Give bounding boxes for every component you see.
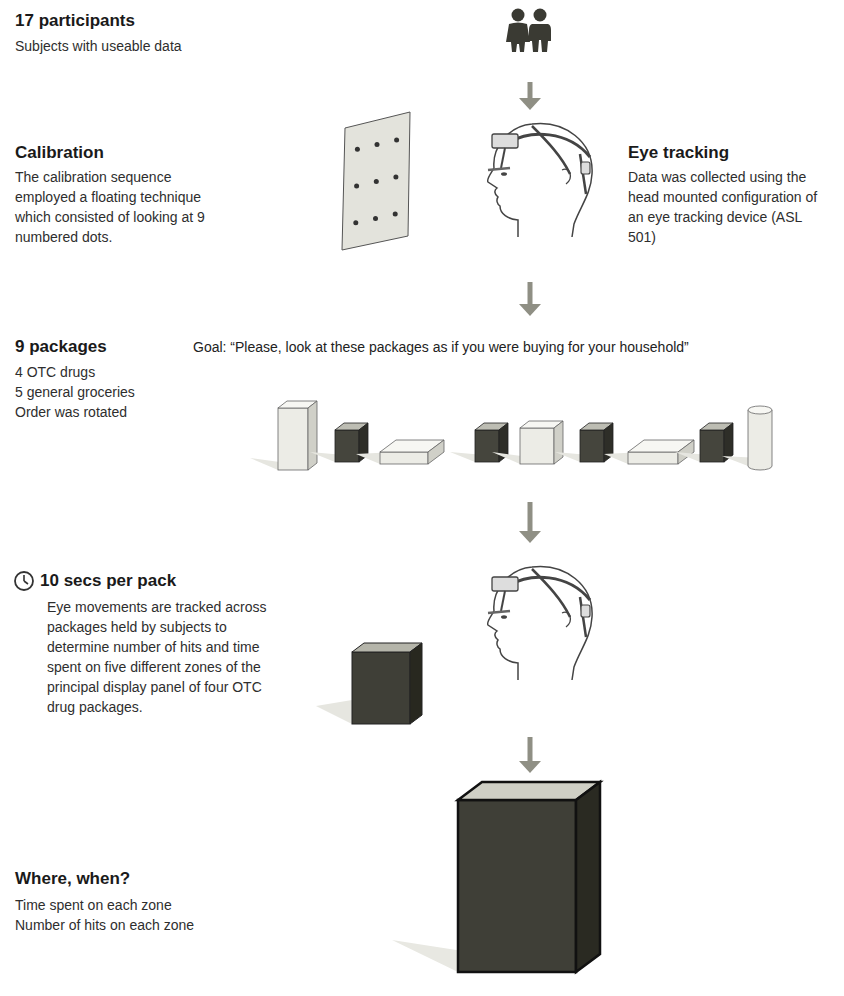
stage-heading: 10 secs per pack: [40, 570, 176, 592]
arrow-head: [519, 531, 541, 543]
stage-heading: 9 packages: [15, 336, 107, 358]
dot: [354, 184, 359, 189]
stage-heading: Where, when?: [15, 868, 130, 890]
held-package-front: [352, 652, 410, 724]
flow-arrow: [519, 737, 541, 773]
stage-text: Number of hits on each zone: [15, 915, 315, 935]
dot: [374, 179, 379, 184]
stage-text: Eye movements are tracked across package…: [47, 597, 272, 717]
package-front: [520, 428, 554, 464]
stage-heading: 17 participants: [15, 10, 135, 32]
person-head: [534, 9, 547, 22]
arrow-shaft: [528, 282, 533, 305]
package-front: [458, 800, 576, 972]
stage-block: 10 secs per packEye movements are tracke…: [10, 545, 630, 735]
flow-arrow: [519, 282, 541, 316]
package-side: [576, 782, 600, 972]
clock-hands: [24, 575, 28, 584]
held-package-side: [410, 643, 422, 724]
stage-text: The calibration sequence employed a floa…: [15, 167, 230, 247]
stage-block: 17 participantsSubjects with useable dat…: [10, 6, 830, 80]
stage-heading: Eye tracking: [628, 142, 729, 164]
flow-arrow: [519, 82, 541, 110]
package-side: [308, 401, 317, 470]
stage-block: CalibrationThe calibration sequence empl…: [10, 112, 440, 280]
stage-text: Time spent on each zone: [15, 895, 315, 915]
package-row: [250, 401, 772, 470]
eye-tracker-head: [488, 124, 593, 237]
package-front: [580, 430, 604, 462]
eye-tracker-head: [488, 567, 593, 680]
arrow-shaft: [528, 737, 533, 762]
arrow-head: [519, 98, 541, 110]
stage-text: 5 general groceries: [15, 382, 215, 402]
dot: [353, 220, 358, 225]
goal-note: Goal: “Please, look at these packages as…: [193, 337, 689, 357]
calibration-dots: [353, 137, 399, 225]
package-front: [700, 430, 724, 462]
package-front: [475, 430, 499, 462]
arrow-head: [519, 304, 541, 316]
dot: [394, 137, 399, 142]
stage-text: Subjects with useable data: [15, 36, 315, 56]
package-front: [380, 452, 428, 464]
stage-block: Where, when? Time spent on each zoneNumbe…: [10, 775, 830, 990]
person-head: [512, 9, 525, 22]
person-body: [529, 24, 551, 52]
flow-arrow: [519, 502, 541, 543]
package-side: [554, 421, 563, 464]
stage-heading: Calibration: [15, 142, 104, 164]
dot: [393, 175, 398, 180]
clock-icon: [15, 572, 33, 590]
dot: [375, 142, 380, 147]
dot: [373, 216, 378, 221]
calibration-panel: [342, 112, 410, 250]
package-front: [335, 430, 359, 462]
package-side: [678, 440, 694, 464]
stage-block: Eye trackingData was collected using the…: [450, 112, 835, 280]
arrow-head: [519, 761, 541, 773]
package-cylinder: [748, 410, 772, 470]
package-front: [628, 452, 678, 464]
arrow-shaft: [528, 82, 533, 99]
dot: [393, 212, 398, 217]
package-side: [724, 423, 733, 462]
arrow-shaft: [528, 502, 533, 532]
dot: [355, 147, 360, 152]
cylinder-top: [748, 406, 772, 414]
stage-text: Data was collected using the head mounte…: [628, 167, 828, 247]
stage-text: Order was rotated: [15, 402, 215, 422]
stage-text: 4 OTC drugs: [15, 362, 215, 382]
shadow: [316, 700, 352, 724]
package-front: [278, 408, 308, 470]
person-body: [506, 23, 530, 53]
package-side: [428, 440, 444, 464]
